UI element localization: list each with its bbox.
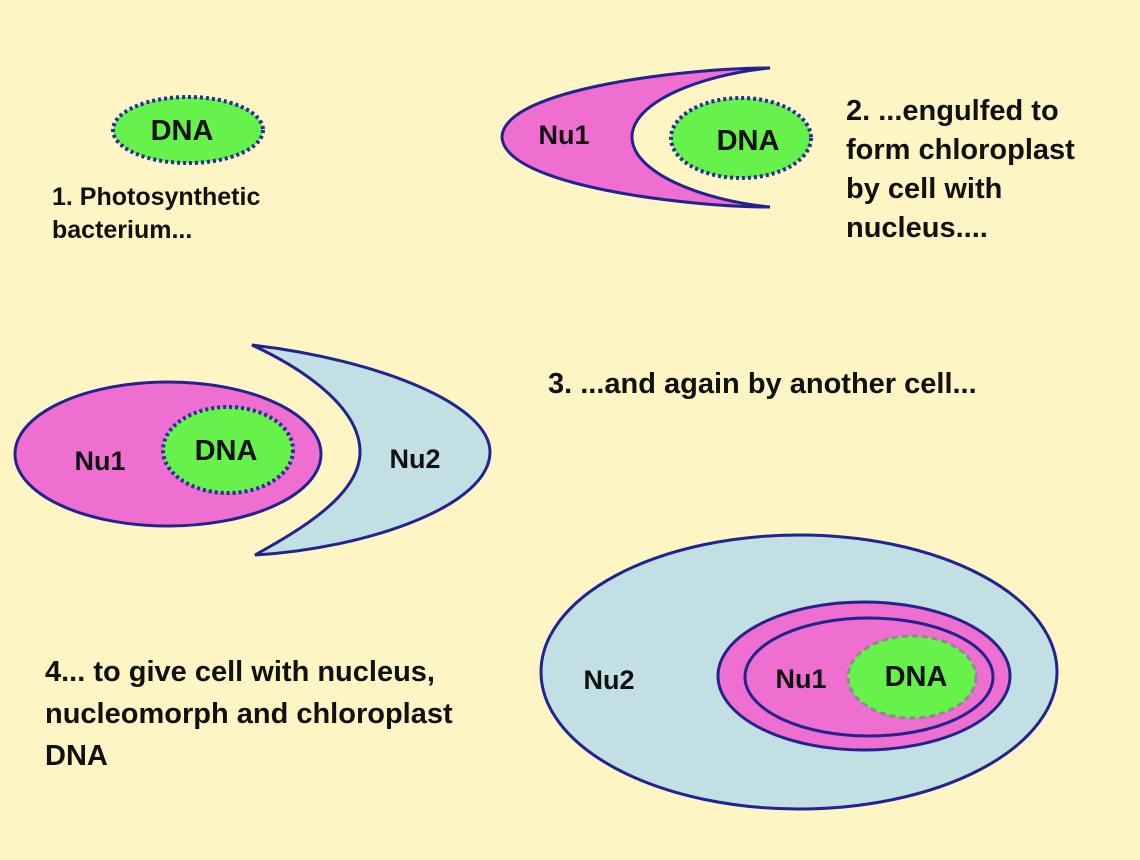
step2-caption: 2. ...engulfed to form chloroplast by ce…	[846, 95, 1075, 244]
host-nu1-label: Nu1	[538, 120, 589, 150]
first-host-nu1-label: Nu1	[74, 446, 125, 476]
host-cell-nu1-crescent	[500, 66, 771, 209]
chloroplast	[161, 405, 295, 495]
step3-caption: 3. ...and again by another cell...	[548, 368, 977, 400]
second-host-nu2-crescent	[251, 343, 492, 557]
step2-engulfment: Nu1 DNA	[500, 66, 813, 209]
step1-bacterium: DNA	[111, 95, 265, 165]
step4-final-cell: Nu2 Nu1 DNA	[539, 533, 1059, 811]
outer-nu2-label: Nu2	[583, 665, 634, 695]
step4-caption: 4... to give cell with nucleus, nucleomo…	[45, 656, 453, 772]
chloroplast-dna-label: DNA	[195, 435, 258, 467]
engulfed-dna-label: DNA	[717, 125, 780, 157]
final-chloroplast	[846, 634, 978, 720]
nucleomorph-nu1-label: Nu1	[775, 664, 826, 694]
second-host-nu2-label: Nu2	[389, 444, 440, 474]
step1-caption: 1. Photosynthetic bacterium...	[52, 183, 261, 244]
final-chloroplast-dna-label: DNA	[885, 661, 948, 693]
step3-secondary-engulfment: Nu2 Nu1 DNA	[13, 343, 492, 557]
engulfed-bacterium	[669, 96, 813, 180]
bacterium-dna-label: DNA	[151, 115, 214, 147]
bacterium-cell	[111, 95, 265, 165]
